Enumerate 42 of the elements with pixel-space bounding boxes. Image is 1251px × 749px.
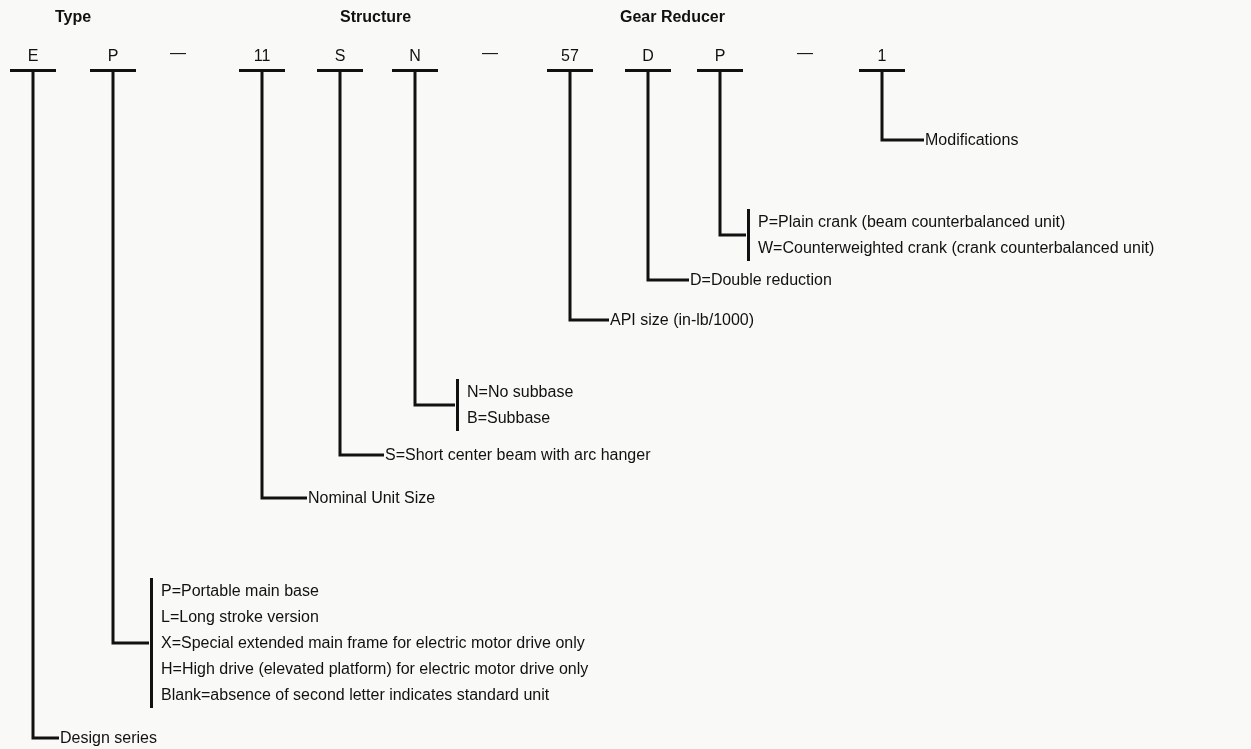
leader-line <box>111 72 149 645</box>
group-heading: Type <box>55 8 92 26</box>
option-text: X=Special extended main frame for electric motor drive only <box>161 633 586 653</box>
leader-line <box>880 72 924 142</box>
option-text: P=Plain crank (beam counterbalanced unit) <box>758 212 1067 232</box>
code-character: N <box>392 45 438 72</box>
explanation-text: S=Short center beam with arc hanger <box>385 444 651 466</box>
group-heading: Structure <box>340 8 412 26</box>
option-list <box>747 209 1155 261</box>
option-text: W=Counterweighted crank (crank counterbalanced unit) <box>758 238 1155 258</box>
separator-dash: — <box>797 44 813 62</box>
leader-line <box>413 72 455 407</box>
option-list <box>150 578 589 708</box>
code-character: P <box>90 45 136 72</box>
leader-line <box>338 72 384 457</box>
explanation-text: Modifications <box>925 129 1019 151</box>
code-character: 1 <box>859 45 905 72</box>
leader-line <box>568 72 609 322</box>
code-character: 57 <box>547 45 593 72</box>
leader-line <box>718 72 746 237</box>
code-character: 11 <box>239 45 285 72</box>
code-character: S <box>317 45 363 72</box>
option-text: B=Subbase <box>467 408 552 428</box>
explanation-text: D=Double reduction <box>690 269 832 291</box>
separator-dash: — <box>170 44 186 62</box>
leader-line <box>260 72 307 500</box>
option-text: P=Portable main base <box>161 581 320 601</box>
option-text: Blank=absence of second letter indicates standard unit <box>161 685 551 705</box>
code-character: P <box>697 45 743 72</box>
explanation-text: API size (in-lb/1000) <box>610 309 755 331</box>
option-text: L=Long stroke version <box>161 607 320 627</box>
code-character: D <box>625 45 671 72</box>
separator-dash: — <box>482 44 498 62</box>
explanation-text: Design series <box>60 727 157 749</box>
leader-line <box>646 72 689 282</box>
code-character: E <box>10 45 56 72</box>
explanation-text: Nominal Unit Size <box>308 487 436 509</box>
option-list <box>456 379 574 431</box>
group-heading: Gear Reducer <box>620 8 725 26</box>
option-text: H=High drive (elevated platform) for electric motor drive only <box>161 659 589 679</box>
leader-line <box>31 72 59 740</box>
option-text: N=No subbase <box>467 382 574 402</box>
